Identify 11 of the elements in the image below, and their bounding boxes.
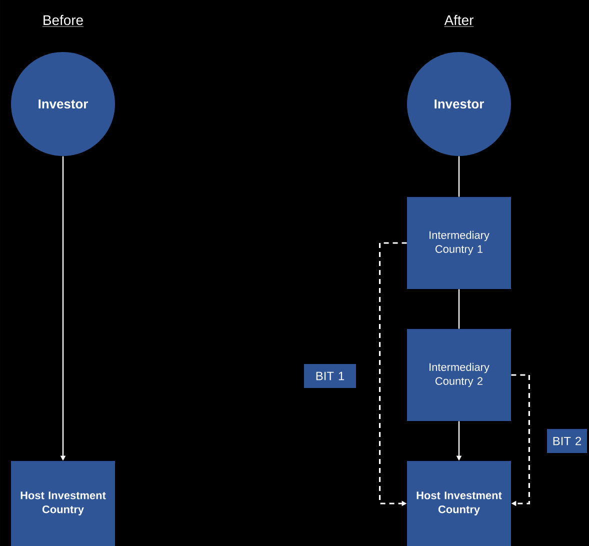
section-heading: Before <box>42 14 84 27</box>
section-heading: After <box>444 14 474 27</box>
connector <box>458 156 460 197</box>
country-box: Host Investment Country <box>407 461 511 546</box>
country-box: Intermediary Country 1 <box>407 197 511 289</box>
connector <box>458 289 460 329</box>
connector <box>511 374 530 506</box>
country-box: Intermediary Country 2 <box>407 329 511 421</box>
bit-box: BIT 1 <box>304 364 356 388</box>
country-box: Host Investment Country <box>11 461 115 546</box>
bit-box: BIT 2 <box>547 429 587 453</box>
